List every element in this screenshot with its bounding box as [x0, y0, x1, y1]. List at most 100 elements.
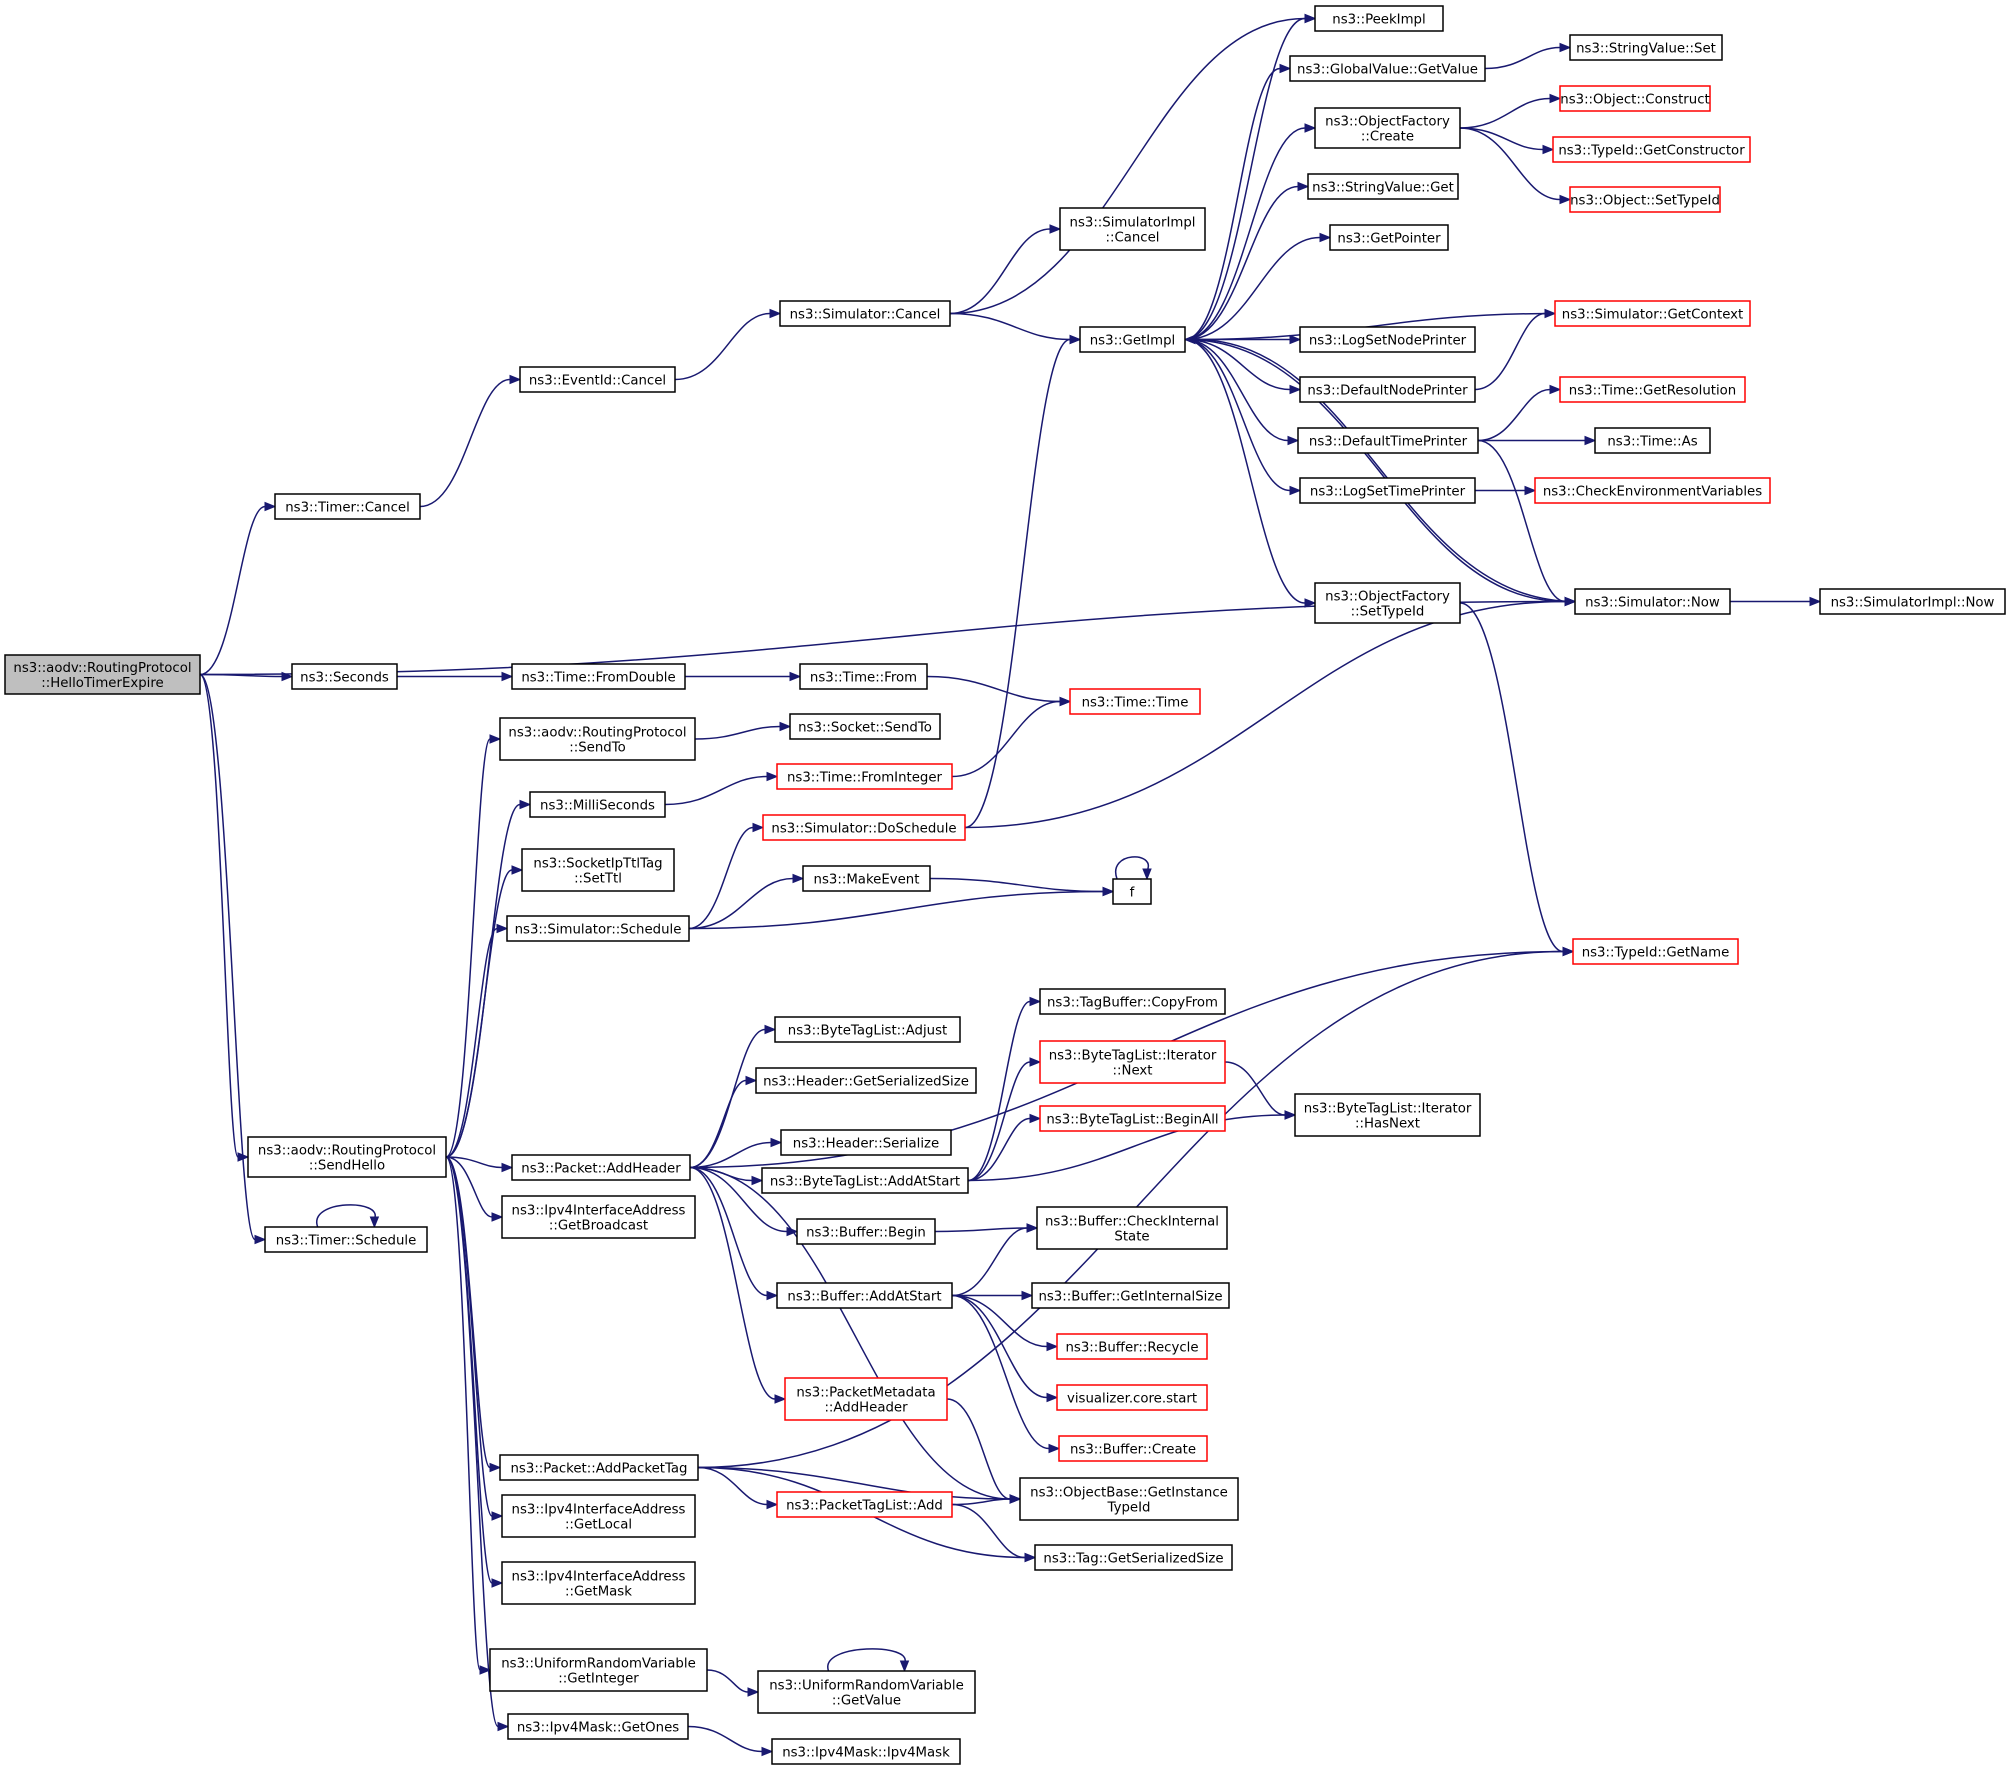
node-ipv4ia-getmask[interactable]: ns3::Ipv4InterfaceAddress::GetMask: [501, 1561, 696, 1605]
edge-urv_getvalue-to-urv_getvalue: [827, 1648, 910, 1673]
edge-line: [1184, 185, 1299, 341]
node-eventid-cancel[interactable]: ns3::EventId::Cancel: [519, 366, 676, 393]
node-btl-adjust[interactable]: ns3::ByteTagList::Adjust: [774, 1016, 961, 1043]
arrowhead: [511, 865, 524, 875]
edge-buffer_begin-to-buffer_checkinternal: [934, 1223, 1039, 1233]
node-typeid-getname[interactable]: ns3::TypeId::GetName: [1572, 938, 1739, 965]
node-ipv4mask-getones[interactable]: ns3::Ipv4Mask::GetOnes: [507, 1713, 689, 1740]
node-defaulttimeprinter[interactable]: ns3::DefaultTimePrinter: [1297, 427, 1479, 454]
node-simimpl-now[interactable]: ns3::SimulatorImpl::Now: [1819, 588, 2006, 615]
node-box: [499, 717, 696, 761]
node-box: [501, 1195, 696, 1239]
node-sim-doschedule[interactable]: ns3::Simulator::DoSchedule: [762, 814, 966, 841]
node-time-getres[interactable]: ns3::Time::GetResolution: [1559, 376, 1746, 403]
node-gv-getvalue[interactable]: ns3::GlobalValue::GetValue: [1289, 55, 1486, 82]
node-obj-construct[interactable]: ns3::Object::Construct: [1559, 85, 1711, 112]
arrowhead: [1021, 1290, 1034, 1301]
node-packet-addpackettag[interactable]: ns3::Packet::AddPacketTag: [499, 1454, 699, 1481]
node-sim-now[interactable]: ns3::Simulator::Now: [1574, 588, 1731, 615]
node-ipv4ia-getlocal[interactable]: ns3::Ipv4InterfaceAddress::GetLocal: [501, 1494, 696, 1538]
arrowhead: [774, 1394, 787, 1404]
node-buffer-getinternalsize[interactable]: ns3::Buffer::GetInternalSize: [1031, 1282, 1230, 1309]
node-rp-sendhello[interactable]: ns3::aodv::RoutingProtocol::SendHello: [247, 1136, 447, 1178]
node-tag-getsersize[interactable]: ns3::Tag::GetSerializedSize: [1034, 1544, 1233, 1571]
node-makeevent[interactable]: ns3::MakeEvent: [802, 865, 931, 892]
node-ipv4mask-ipv4mask[interactable]: ns3::Ipv4Mask::Ipv4Mask: [771, 1738, 961, 1765]
node-time-fromdouble[interactable]: ns3::Time::FromDouble: [511, 663, 686, 690]
node-box: [1559, 85, 1711, 112]
node-time-time[interactable]: ns3::Time::Time: [1069, 688, 1201, 715]
node-btl-addatstart[interactable]: ns3::ByteTagList::AddAtStart: [761, 1167, 969, 1194]
node-time-frominteger[interactable]: ns3::Time::FromInteger: [776, 763, 953, 790]
node-ipv4ia-getbroadcast[interactable]: ns3::Ipv4InterfaceAddress::GetBroadcast: [501, 1195, 696, 1239]
node-milliseconds[interactable]: ns3::MilliSeconds: [529, 791, 666, 818]
node-label: ns3::ObjectFactory: [1325, 115, 1450, 130]
edge-ptl_add-to-ob_getinstancetypeid: [951, 1494, 1022, 1506]
node-box: [1079, 326, 1186, 353]
node-label: ns3::Time::GetResolution: [1569, 384, 1736, 399]
node-f[interactable]: f: [1112, 878, 1152, 905]
node-viz-start[interactable]: visualizer.core.start: [1056, 1384, 1208, 1411]
arrowhead: [489, 1462, 502, 1473]
node-seconds[interactable]: ns3::Seconds: [291, 663, 398, 690]
node-strval-get[interactable]: ns3::StringValue::Get: [1307, 173, 1459, 200]
node-logsettimeprinter[interactable]: ns3::LogSetTimePrinter: [1299, 477, 1476, 504]
node-getimpl[interactable]: ns3::GetImpl: [1079, 326, 1186, 353]
edge-line: [445, 1156, 493, 1218]
node-buffer-begin[interactable]: ns3::Buffer::Begin: [796, 1218, 936, 1245]
node-ptl-add[interactable]: ns3::PacketTagList::Add: [776, 1491, 953, 1518]
node-rp-sendto[interactable]: ns3::aodv::RoutingProtocol::SendTo: [499, 717, 696, 761]
node-time-as[interactable]: ns3::Time::As: [1594, 427, 1711, 454]
node-strval-set[interactable]: ns3::StringValue::Set: [1569, 34, 1723, 61]
node-timer-cancel[interactable]: ns3::Timer::Cancel: [274, 493, 421, 520]
node-box: [1112, 878, 1152, 905]
node-pm-addheader[interactable]: ns3::PacketMetadata::AddHeader: [784, 1377, 948, 1421]
node-btl-it-next[interactable]: ns3::ByteTagList::Iterator::Next: [1039, 1040, 1226, 1084]
node-label: ::AddHeader: [824, 1401, 908, 1416]
edge-line: [689, 1166, 776, 1400]
node-peekimpl[interactable]: ns3::PeekImpl: [1314, 5, 1444, 32]
edge-line: [951, 1498, 1011, 1506]
edge-packet_addheader-to-ob_getinstancetypeid: [689, 1166, 1022, 1504]
node-time-from[interactable]: ns3::Time::From: [799, 663, 928, 690]
node-btl-beginall[interactable]: ns3::ByteTagList::BeginAll: [1039, 1105, 1226, 1132]
node-defaultnodeprinter[interactable]: ns3::DefaultNodePrinter: [1299, 376, 1476, 403]
node-header-serialize[interactable]: ns3::Header::Serialize: [780, 1129, 952, 1156]
node-checkenv[interactable]: ns3::CheckEnvironmentVariables: [1534, 477, 1771, 504]
edge-root-to-timer_cancel: [199, 501, 277, 676]
node-box: [1036, 1206, 1228, 1250]
node-btl-it-hasnext[interactable]: ns3::ByteTagList::Iterator::HasNext: [1294, 1093, 1481, 1137]
node-logsetnodeprinter[interactable]: ns3::LogSetNodePrinter: [1299, 326, 1476, 353]
node-box: [1314, 5, 1444, 32]
node-socket-sendto[interactable]: ns3::Socket::SendTo: [789, 713, 941, 740]
node-obj-settypeid[interactable]: ns3::Object::SetTypeId: [1569, 186, 1721, 213]
node-box: [1289, 55, 1486, 82]
node-packet-addheader[interactable]: ns3::Packet::AddHeader: [511, 1154, 691, 1181]
node-sim-getcontext[interactable]: ns3::Simulator::GetContext: [1554, 300, 1751, 327]
node-urv-getvalue[interactable]: ns3::UniformRandomVariable::GetValue: [757, 1670, 976, 1714]
node-of-create[interactable]: ns3::ObjectFactory::Create: [1314, 107, 1461, 149]
node-sim-cancel[interactable]: ns3::Simulator::Cancel: [779, 300, 951, 327]
node-box: [1056, 1384, 1208, 1411]
node-buffer-create[interactable]: ns3::Buffer::Create: [1058, 1435, 1208, 1462]
node-socketipttltag[interactable]: ns3::SocketIpTtlTag::SetTtl: [521, 848, 675, 892]
node-buffer-addatstart[interactable]: ns3::Buffer::AddAtStart: [776, 1282, 953, 1309]
node-typeid-getctor[interactable]: ns3::TypeId::GetConstructor: [1552, 136, 1751, 163]
node-tagbuffer-copyfrom[interactable]: ns3::TagBuffer::CopyFrom: [1039, 988, 1226, 1015]
node-root[interactable]: ns3::aodv::RoutingProtocol::HelloTimerEx…: [4, 654, 201, 695]
node-buffer-recycle[interactable]: ns3::Buffer::Recycle: [1056, 1333, 1208, 1360]
node-sim-schedule[interactable]: ns3::Simulator::Schedule: [506, 915, 690, 942]
node-simimpl-cancel[interactable]: ns3::SimulatorImpl::Cancel: [1059, 207, 1206, 251]
edge-of_create-to-obj_construct: [1459, 93, 1562, 129]
node-box: [802, 865, 931, 892]
node-urv-getinteger[interactable]: ns3::UniformRandomVariable::GetInteger: [489, 1648, 708, 1692]
node-label: ::Create: [1361, 130, 1414, 145]
node-of-settypeid[interactable]: ns3::ObjectFactory::SetTypeId: [1314, 582, 1461, 624]
node-label: ns3::Time::Time: [1082, 696, 1189, 711]
node-getpointer[interactable]: ns3::GetPointer: [1329, 224, 1449, 251]
node-header-getsersize[interactable]: ns3::Header::GetSerializedSize: [755, 1067, 977, 1094]
edge-rp_sendhello-to-ipv4ia_getbroadcast: [445, 1156, 504, 1222]
node-timer-schedule[interactable]: ns3::Timer::Schedule: [264, 1226, 428, 1253]
